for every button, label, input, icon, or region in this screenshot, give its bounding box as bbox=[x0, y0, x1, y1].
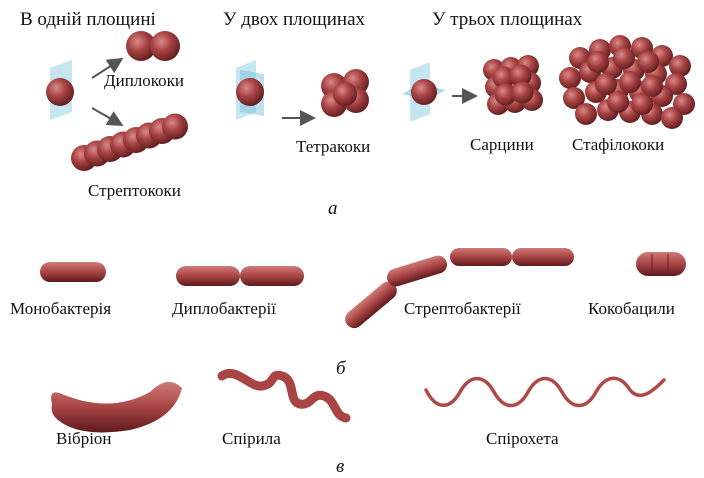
tetracocci-shape bbox=[321, 69, 369, 117]
coccus-three-planes bbox=[402, 62, 446, 122]
header-three-planes: У трьох площинах bbox=[432, 9, 583, 30]
label-diplococci: Диплококи bbox=[104, 71, 184, 90]
arrow-to-streptococci bbox=[92, 108, 120, 124]
label-coccobacilli: Кокобацили bbox=[588, 299, 675, 318]
section-label-b: б bbox=[336, 358, 347, 379]
spirochete-shape bbox=[426, 378, 664, 405]
label-spirochete: Спірохета bbox=[486, 429, 559, 448]
diplococci-shape bbox=[126, 31, 180, 61]
label-diplobacteria: Диплобактерії bbox=[172, 299, 276, 318]
diplobacteria-shape bbox=[176, 266, 304, 286]
vibrio-shape bbox=[51, 382, 182, 433]
label-tetracocci: Тетракоки bbox=[296, 137, 370, 156]
header-one-plane: В одній площині bbox=[20, 9, 156, 30]
label-spirillum: Спірила bbox=[222, 429, 281, 448]
sarcina-shape bbox=[483, 55, 543, 115]
section-label-a: а bbox=[328, 198, 338, 219]
streptobacteria-shape bbox=[341, 248, 574, 332]
label-vibrio: Вібріон bbox=[56, 429, 112, 448]
section-label-c: в bbox=[336, 456, 344, 477]
label-streptobacteria: Стрептобактерії bbox=[404, 299, 521, 318]
label-monobacterium: Монобактерія bbox=[10, 299, 111, 318]
monobacterium-shape bbox=[40, 262, 106, 282]
header-two-planes: У двох площинах bbox=[223, 9, 366, 30]
label-streptococci: Стрептококи bbox=[88, 181, 181, 200]
label-staphylococci: Стафілококи bbox=[572, 135, 664, 154]
coccobacilli-shape bbox=[636, 252, 686, 276]
coccus-two-planes bbox=[236, 60, 264, 120]
spirillum-shape bbox=[222, 373, 346, 418]
label-sarcina: Сарцини bbox=[470, 135, 534, 154]
staphylococci-shape bbox=[559, 35, 695, 129]
coccus-one-plane bbox=[46, 60, 74, 120]
streptococci-shape bbox=[71, 114, 188, 172]
